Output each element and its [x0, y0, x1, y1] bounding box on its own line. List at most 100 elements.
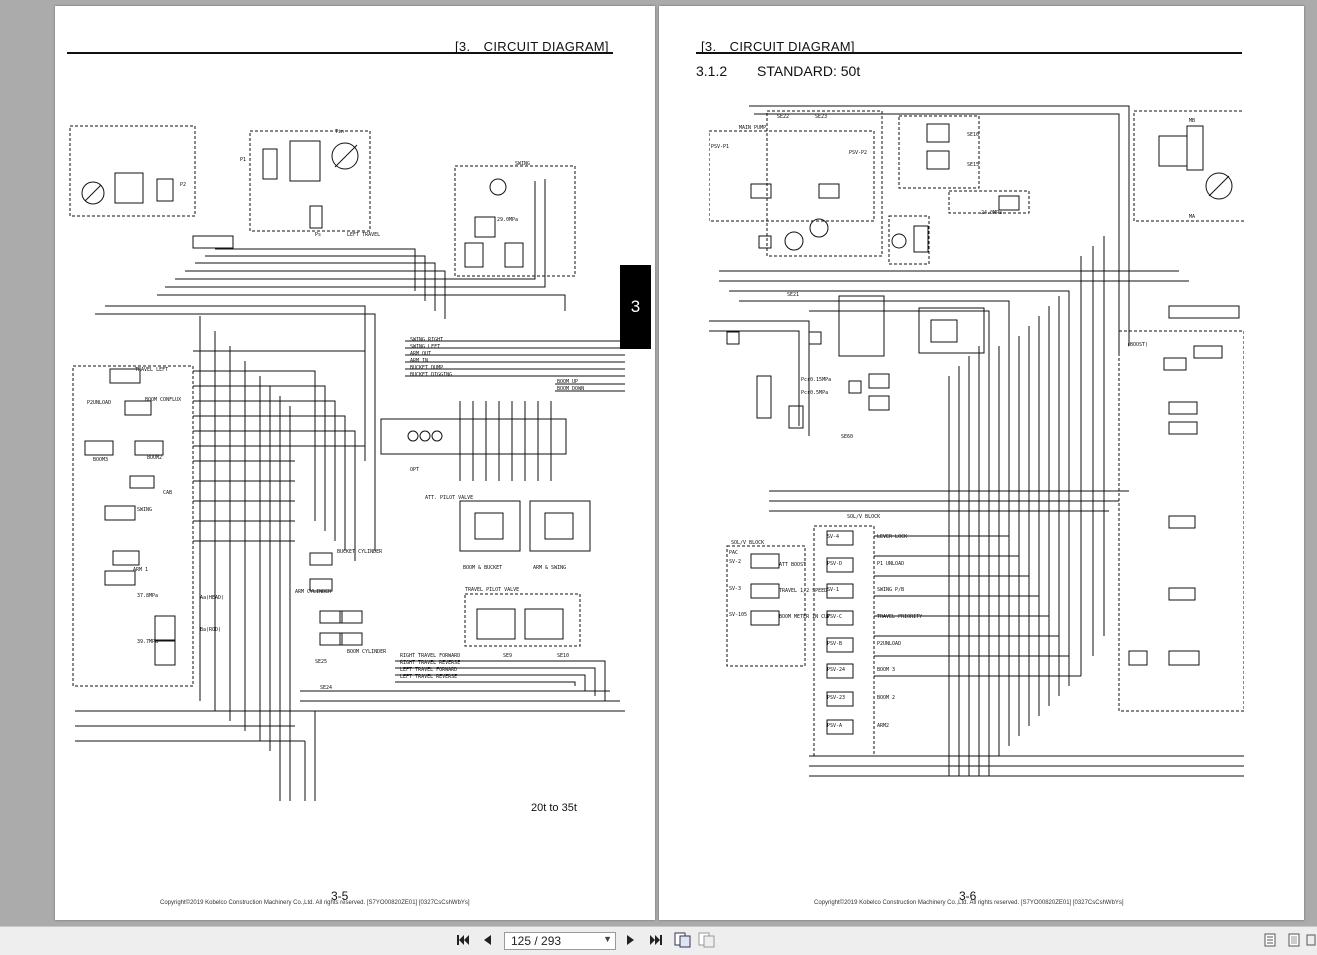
copyright-text: Copyright©2019 Kobelco Construction Mach… — [814, 900, 1124, 906]
page-number: 3-6 — [959, 889, 977, 903]
fit-page-icon[interactable] — [1287, 931, 1301, 949]
label-p2unload: P2UNLOAD — [877, 641, 901, 647]
label-se21: SE21 — [787, 292, 799, 298]
label-swing: SWING — [137, 507, 152, 513]
label-se10: SE10 — [557, 653, 569, 659]
label-boom3: BOOM3 — [93, 457, 108, 463]
page-number-input[interactable]: 125 / 293 ▼ — [504, 932, 616, 950]
label-left-travel-reverse: LEFT TRAVEL REVERSE — [400, 674, 457, 680]
label-24mpa: 24.0MPa — [981, 210, 1002, 216]
label-se25: SE25 — [315, 659, 327, 665]
label-39mpa: 39.7MPa — [137, 639, 158, 645]
label-aa-head: Aa(HEAD) — [200, 595, 224, 601]
label-boom-up: BOOM UP — [557, 379, 578, 385]
label-att-boost: ATT BOOST — [779, 562, 806, 568]
label-arm-out: ARM OUT — [410, 351, 431, 357]
next-page-icon[interactable] — [624, 931, 638, 949]
page-display: 125 / 293 — [511, 934, 562, 948]
label-ps: Ps — [315, 232, 321, 238]
label-swing-left: SWING LEFT — [410, 344, 440, 350]
label-psv-23: PSV-23 — [827, 695, 845, 701]
label-right-travel-forward: RIGHT TRAVEL FORWARD — [400, 653, 460, 659]
continuous-view-icon[interactable] — [698, 931, 716, 949]
section-title: STANDARD: 50t — [757, 63, 861, 79]
label-lever-lock: LEVER LOCK — [877, 534, 907, 540]
page-number: 3-5 — [331, 889, 349, 903]
label-right-travel-reverse: RIGHT TRAVEL REVERSE — [400, 660, 460, 666]
label-sv2: SV-2 — [729, 559, 741, 565]
label-att-pilot-valve: ATT. PILOT VALVE — [425, 495, 473, 501]
label-arm-in: ARM IN — [410, 358, 428, 364]
label-pcr-05: Pcr0.5MPa — [801, 390, 828, 396]
label-bucket-digging: BUCKET DIGGING — [410, 372, 452, 378]
copyright-text: Copyright©2019 Kobelco Construction Mach… — [160, 900, 470, 906]
label-sv3: SV-3 — [729, 586, 741, 592]
label-sv1: SV-1 — [827, 587, 839, 593]
header-rule — [696, 52, 1242, 54]
label-arm1: ARM 1 — [133, 567, 148, 573]
label-psv-c: PSV-C — [827, 614, 842, 620]
label-arm2: ARM2 — [877, 723, 889, 729]
label-p1: P1 — [240, 157, 246, 163]
label-se15: SE15 — [967, 162, 979, 168]
label-boost: (BOOST) — [1127, 342, 1148, 348]
label-pac: PAC — [729, 550, 738, 556]
label-swing-right: SWING RIGHT — [410, 337, 443, 343]
label-se22: SE22 — [777, 114, 789, 120]
label-travel-speed: TRAVEL 1/2 SPEED — [779, 588, 827, 594]
label-mb: MB — [1189, 118, 1195, 124]
document-viewport[interactable]: [3. CIRCUIT DIAGRAM] — [0, 0, 1317, 926]
label-bucket-dump: BUCKET DUMP — [410, 365, 443, 371]
label-sol-block-mid: SOL/V BLOCK — [847, 514, 880, 520]
label-travel-left: TRAVEL LEFT — [135, 367, 168, 373]
label-sv4: SV-4 — [827, 534, 839, 540]
label-arm-cylinder: ARM CYLINDER — [295, 589, 332, 595]
label-swing-motor: SWING — [515, 161, 530, 167]
fullscreen-icon[interactable] — [1305, 931, 1317, 949]
label-bucket-cylinder: BUCKET CYLINDER — [337, 549, 383, 555]
label-arm-swing: ARM & SWING — [533, 565, 566, 571]
page-3-5: [3. CIRCUIT DIAGRAM] — [55, 6, 655, 920]
label-psv-p2: PSV-P2 — [849, 150, 867, 156]
label-travel-pilot-valve: TRAVEL PILOT VALVE — [465, 587, 519, 593]
label-left-travel-forward: LEFT TRAVEL FORWARD — [400, 667, 457, 673]
section-number: 3.1.2 — [696, 63, 728, 79]
page-3-6: [3. CIRCUIT DIAGRAM] 3.1.2 STANDARD: 50t — [659, 6, 1304, 920]
label-se23: SE23 — [815, 114, 827, 120]
label-sv105: SV-105 — [729, 612, 747, 618]
single-page-layout-icon[interactable] — [1263, 931, 1277, 949]
previous-page-icon[interactable] — [480, 931, 494, 949]
hydraulic-circuit-diagram-20t-35t: TRAVEL LEFT BOOM CONFLUX P2UNLOAD BOOM3 … — [69, 125, 625, 801]
label-boom-conflux: BOOM CONFLUX — [145, 397, 181, 403]
label-se9: SE9 — [503, 653, 512, 659]
chevron-down-icon[interactable]: ▼ — [603, 934, 612, 944]
label-psv-d: PSV-D — [827, 561, 842, 567]
page-header: [3. CIRCUIT DIAGRAM] — [701, 39, 855, 54]
label-boom3: BOOM 3 — [877, 667, 895, 673]
label-pcr-015: Pcr0.15MPa — [801, 377, 831, 383]
label-p2-unload: P2UNLOAD — [87, 400, 111, 406]
label-tin: Tin — [335, 129, 344, 135]
label-boom-meter-in: BOOM METER IN CUT — [779, 614, 830, 620]
skip-to-last-icon[interactable] — [648, 931, 664, 949]
header-rule — [67, 52, 613, 54]
label-sol-block-left: SOL/V BLOCK — [731, 540, 764, 546]
label-left-travel: LEFT TRAVEL — [347, 232, 380, 238]
label-psv-a: PSV-A — [827, 723, 842, 729]
two-page-view-icon[interactable] — [674, 931, 692, 949]
label-se16: SE16 — [967, 132, 979, 138]
label-main-pump: MAIN PUMP — [739, 125, 766, 131]
label-se24: SE24 — [320, 685, 332, 691]
label-ma: MA — [1189, 214, 1195, 220]
model-caption: 20t to 35t — [531, 802, 577, 814]
label-opt: OPT — [410, 467, 419, 473]
page-header: [3. CIRCUIT DIAGRAM] — [455, 39, 609, 54]
label-ba-rod: Ba(ROD) — [200, 627, 221, 633]
label-p1-unload: P1 UNLOAD — [877, 561, 904, 567]
label-travel-priority: TRAVEL PRIORITY — [877, 614, 922, 620]
section-tab: 3 — [620, 265, 651, 349]
hydraulic-circuit-diagram-50t: MAIN PUMP SE22 SE23 SE21 SE16 SE15 SE60 … — [709, 105, 1244, 777]
label-boom2: BOOM2 — [147, 455, 162, 461]
label-psv-p1: PSV-P1 — [711, 144, 729, 150]
skip-to-first-icon[interactable] — [455, 931, 471, 949]
